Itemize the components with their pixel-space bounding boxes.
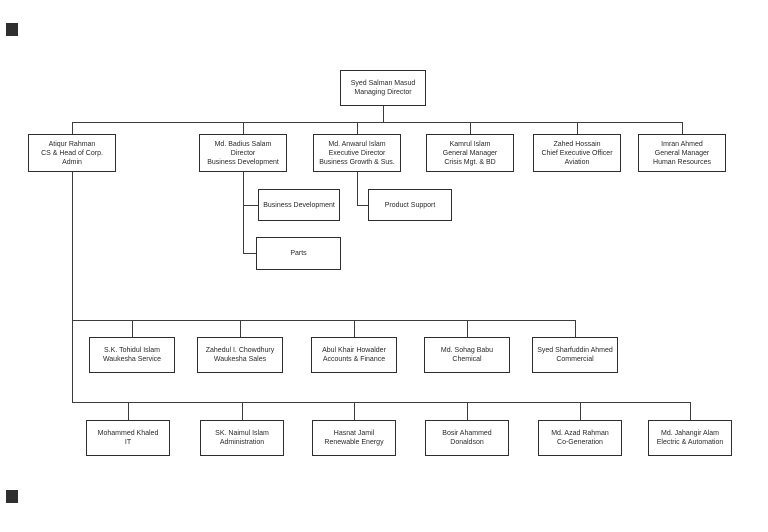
org-node-director-business-development: Md. Badius Salam Director Business Devel…: [199, 134, 287, 172]
connector-line: [577, 122, 578, 134]
connector-line: [383, 106, 384, 122]
person-name: Md. Jahangir Alam: [661, 430, 719, 437]
org-node-waukesha-sales: Zahedul I. Chowdhury Waukesha Sales: [197, 337, 283, 373]
person-dept: Business Growth & Sus.: [319, 158, 395, 166]
person-dept: Renewable Energy: [324, 439, 384, 446]
person-name: Syed Sharfuddin Ahmed: [537, 347, 613, 354]
connector-line: [243, 172, 244, 253]
org-node-executive-director: Md. Anwarul Islam Executive Director Bus…: [313, 134, 401, 172]
connector-line: [242, 402, 243, 420]
person-dept: Electric & Automation: [656, 439, 724, 446]
org-node-business-development-unit: Business Development: [258, 189, 340, 221]
connector-line: [575, 320, 576, 337]
org-node-gm-human-resources: Imran Ahmed General Manager Human Resour…: [638, 134, 726, 172]
connector-line: [354, 402, 355, 420]
connector-line: [682, 122, 683, 134]
person-title: CS & Head of Corp.: [41, 149, 103, 157]
person-dept: Aviation: [564, 158, 590, 166]
connector-line: [243, 253, 256, 254]
person-name: Hasnat Jamil: [333, 430, 375, 437]
person-dept: Donaldson: [450, 439, 484, 446]
person-dept: IT: [124, 439, 132, 446]
org-node-parts-unit: Parts: [256, 237, 341, 270]
person-dept: Admin: [62, 158, 82, 166]
person-name: SK. Naimul Islam: [215, 430, 269, 437]
org-node-accounts-finance: Abul Khair Howalder Accounts & Finance: [311, 337, 397, 373]
org-node-product-support-unit: Product Support: [368, 189, 452, 221]
person-name: Imran Ahmed: [661, 140, 703, 148]
unit-label: Business Development: [263, 201, 335, 209]
page-corner-mark-bottom: [6, 490, 18, 503]
connector-line: [243, 205, 258, 206]
person-dept: Accounts & Finance: [322, 356, 386, 363]
org-node-ceo-aviation: Zahed Hossain Chief Executive Officer Av…: [533, 134, 621, 172]
connector-line: [580, 402, 581, 420]
person-name: S.K. Tohidul Islam: [104, 347, 160, 354]
person-title: Director: [230, 149, 256, 157]
org-node-electric-automation: Md. Jahangir Alam Electric & Automation: [648, 420, 732, 456]
connector-line: [357, 122, 358, 134]
connector-line: [354, 320, 355, 337]
connector-line: [72, 122, 73, 134]
person-name: Bosir Ahammed: [442, 430, 492, 437]
org-node-donaldson: Bosir Ahammed Donaldson: [425, 420, 509, 456]
person-name: Abul Khair Howalder: [322, 347, 386, 354]
person-dept: Commercial: [556, 356, 594, 363]
connector-line: [240, 320, 241, 337]
connector-line: [467, 402, 468, 420]
person-title: Executive Director: [328, 149, 386, 157]
org-node-co-generation: Md. Azad Rahman Co-Generation: [538, 420, 622, 456]
unit-label: Product Support: [384, 201, 436, 209]
person-dept: Business Development: [207, 158, 279, 166]
person-name: Md. Badius Salam: [214, 140, 272, 148]
person-name: Atiqur Rahman: [48, 140, 96, 148]
connector-line: [128, 402, 129, 420]
connector-line: [357, 205, 368, 206]
org-node-administration: SK. Naimul Islam Administration: [200, 420, 284, 456]
person-dept: Waukesha Sales: [213, 356, 267, 363]
person-title: General Manager: [442, 149, 498, 157]
connector-line: [72, 172, 73, 402]
org-node-corp-admin: Atiqur Rahman CS & Head of Corp. Admin: [28, 134, 116, 172]
person-name: Md. Sohag Babu: [440, 347, 494, 354]
person-name: Mohammed Khaled: [97, 430, 159, 437]
person-title: Managing Director: [354, 89, 412, 96]
connector-line: [357, 172, 358, 205]
person-dept: Administration: [219, 439, 265, 446]
connector-line: [72, 122, 682, 123]
connector-line: [132, 320, 133, 337]
org-node-waukesha-service: S.K. Tohidul Islam Waukesha Service: [89, 337, 175, 373]
person-name: Md. Azad Rahman: [551, 430, 609, 437]
person-dept: Human Resources: [653, 158, 711, 166]
org-node-renewable-energy: Hasnat Jamil Renewable Energy: [312, 420, 396, 456]
org-node-it: Mohammed Khaled IT: [86, 420, 170, 456]
person-dept: Chemical: [452, 356, 482, 363]
person-name: Syed Salman Masud: [350, 80, 416, 87]
person-name: Kamrul Islam: [449, 140, 491, 148]
person-title: Chief Executive Officer: [541, 149, 613, 157]
connector-line: [467, 320, 468, 337]
connector-line: [470, 122, 471, 134]
person-title: General Manager: [654, 149, 710, 157]
connector-line: [72, 320, 575, 321]
org-node-managing-director: Syed Salman Masud Managing Director: [340, 70, 426, 106]
connector-line: [690, 402, 691, 420]
person-dept: Crisis Mgt. & BD: [444, 158, 496, 166]
person-dept: Co-Generation: [557, 439, 603, 446]
person-name: Zahedul I. Chowdhury: [205, 347, 275, 354]
page-corner-mark-top: [6, 23, 18, 36]
org-node-commercial: Syed Sharfuddin Ahmed Commercial: [532, 337, 618, 373]
org-node-gm-crisis-mgt: Kamrul Islam General Manager Crisis Mgt.…: [426, 134, 514, 172]
person-name: Md. Anwarul Islam: [328, 140, 386, 148]
connector-line: [243, 122, 244, 134]
connector-line: [72, 402, 690, 403]
person-name: Zahed Hossain: [553, 140, 601, 148]
person-dept: Waukesha Service: [102, 356, 162, 363]
org-node-chemical: Md. Sohag Babu Chemical: [424, 337, 510, 373]
unit-label: Parts: [290, 250, 307, 257]
